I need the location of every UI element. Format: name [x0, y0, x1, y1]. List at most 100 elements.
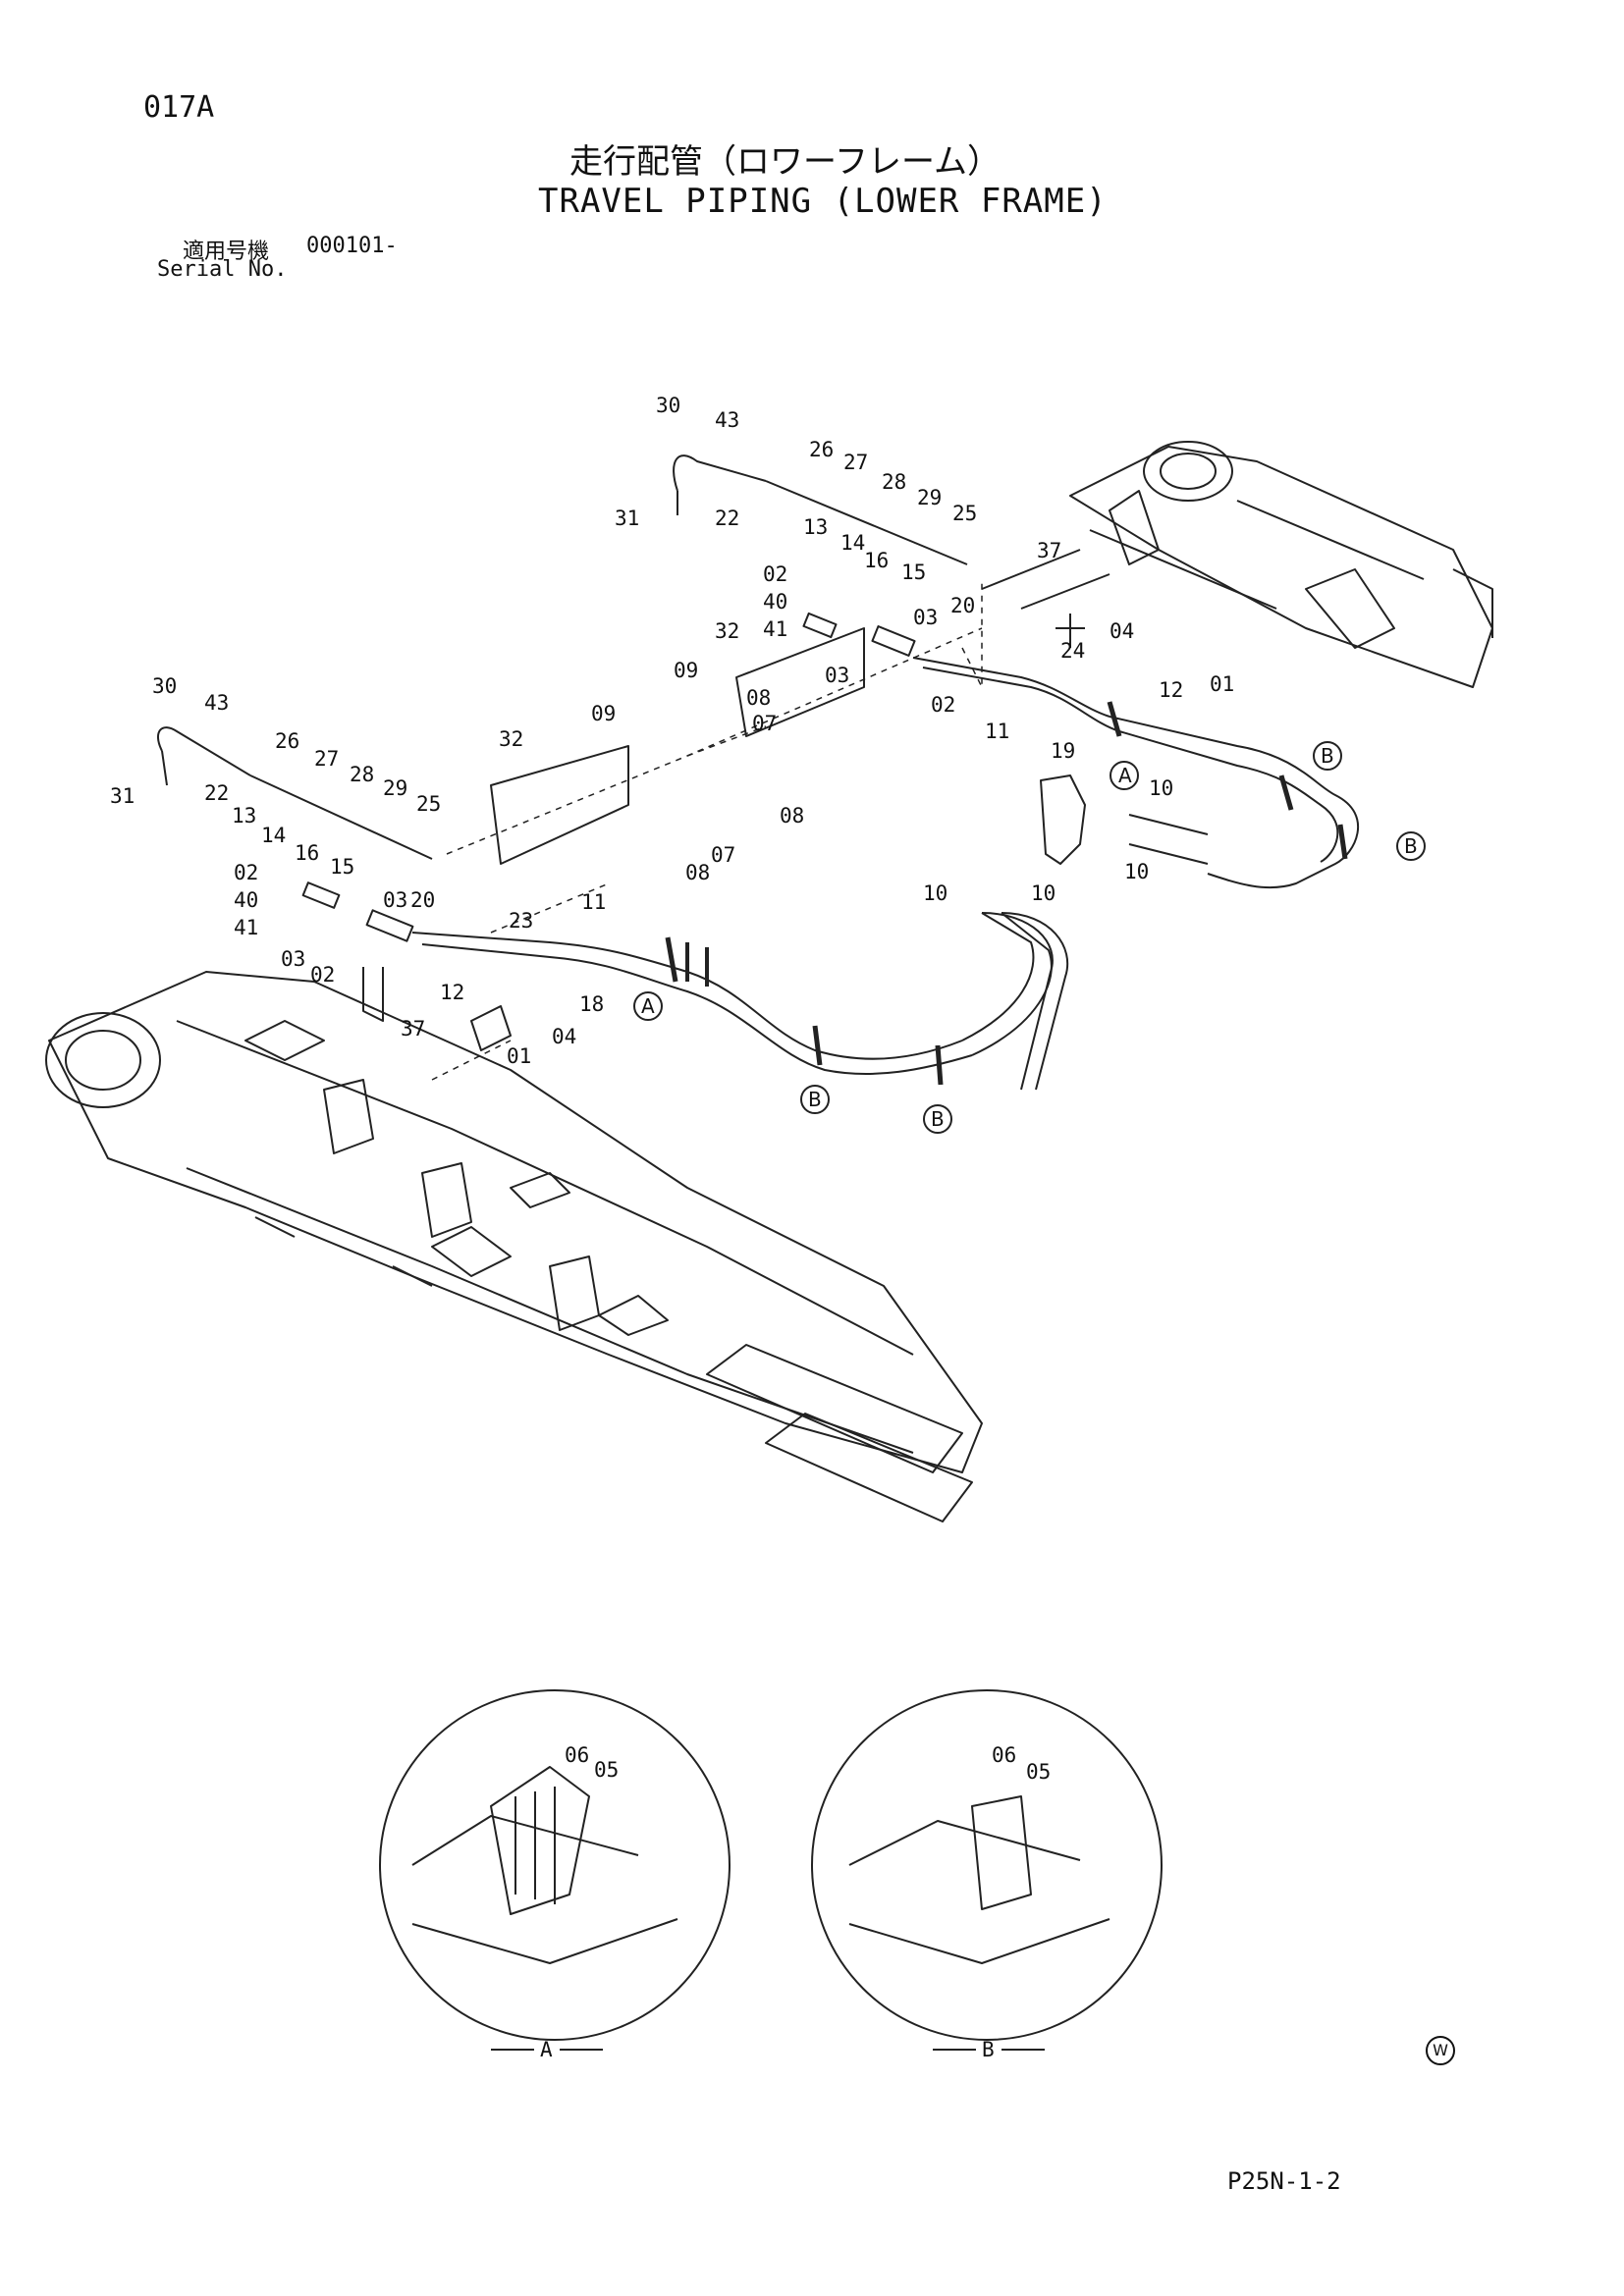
callout-upper-3: 27	[843, 451, 868, 474]
serial-label: Serial No.	[157, 257, 288, 282]
callout-lower-24: 12	[440, 981, 464, 1004]
page-title: TRAVEL PIPING (LOWER FRAME)	[538, 182, 1108, 221]
callout-upper-2: 26	[809, 438, 834, 461]
callout-lower-3: 27	[314, 747, 339, 771]
callout-upper-32: 10	[1149, 776, 1173, 800]
callout-lower-17: 41	[234, 916, 258, 939]
callout-upper-1: 43	[715, 408, 739, 432]
callout-upper-30: 07	[752, 712, 777, 735]
callout-lower-23: 11	[581, 890, 606, 914]
callout-lower-6: 25	[416, 792, 441, 816]
detail-view-b	[811, 1689, 1163, 2041]
detail-callout-a-0: 06	[565, 1743, 589, 1767]
callout-lower-11: 16	[295, 841, 319, 865]
callout-upper-23: 03	[825, 664, 849, 687]
callout-upper-33: 10	[1124, 860, 1149, 883]
callout-upper-15: 40	[763, 590, 787, 614]
callout-upper-21: 09	[674, 659, 698, 682]
bracket-32-lower	[490, 745, 629, 865]
assembly-lines	[431, 579, 983, 1081]
callout-lower-1: 43	[204, 691, 229, 715]
callout-upper-12: 15	[901, 561, 926, 584]
callout-lower-30: 07	[711, 843, 735, 867]
bracket-32-upper	[735, 627, 865, 737]
upper-piping-group	[673, 454, 1359, 1091]
callout-upper-29: 08	[746, 686, 771, 710]
lower-piping-group	[157, 726, 1053, 1075]
callout-upper-9: 13	[803, 515, 828, 539]
callout-upper-20: 01	[1210, 672, 1234, 696]
reference-marker-2: B	[1404, 834, 1418, 858]
page-title-japanese: 走行配管（ロワーフレーム）	[569, 142, 1001, 182]
clamp-37	[1056, 614, 1085, 648]
callout-upper-14: 02	[763, 562, 787, 586]
callout-lower-16: 40	[234, 888, 258, 912]
callout-upper-7: 31	[615, 507, 639, 530]
callout-upper-10: 14	[840, 531, 865, 555]
callout-lower-12: 15	[330, 855, 354, 879]
detail-view-label-a: A	[540, 2038, 553, 2061]
footer-page-code: P25N-1-2	[1227, 2167, 1341, 2195]
callout-lower-27: 04	[552, 1025, 576, 1048]
serial-label-japanese: 適用号機	[183, 240, 270, 264]
callout-upper-24: 02	[931, 693, 955, 717]
corner-mark: W	[1426, 2036, 1455, 2065]
callout-lower-0: 30	[152, 674, 177, 698]
clamp-37-lower	[362, 967, 384, 1022]
callout-lower-25: 18	[579, 992, 604, 1016]
callout-upper-18: 37	[1037, 539, 1061, 562]
callout-lower-18: 03	[281, 947, 305, 971]
callout-lower-4: 28	[350, 763, 374, 786]
reference-marker-3: A	[641, 994, 655, 1018]
page-code: 017A	[143, 90, 215, 125]
callout-lower-9: 13	[232, 804, 256, 828]
swivel-joint	[1040, 774, 1086, 865]
callout-upper-4: 28	[882, 470, 906, 494]
callout-lower-7: 31	[110, 784, 135, 808]
detail-callout-a-1: 05	[594, 1758, 619, 1782]
callout-upper-28: 19	[1051, 739, 1075, 763]
callout-upper-25: 24	[1060, 639, 1085, 663]
reference-marker-4: B	[808, 1088, 822, 1111]
callout-upper-27: 12	[1159, 678, 1183, 702]
detail-view-label-b: B	[982, 2038, 995, 2061]
callout-upper-5: 29	[917, 486, 942, 509]
serial-number-value: 000101-	[306, 234, 398, 258]
detail-view-a	[379, 1689, 731, 2041]
callout-lower-21: 09	[591, 702, 616, 725]
callout-lower-15: 02	[234, 861, 258, 884]
callout-lower-28: 01	[507, 1044, 531, 1068]
callout-lower-5: 29	[383, 776, 407, 800]
upper-track-frame	[981, 441, 1493, 688]
callout-upper-11: 16	[864, 549, 889, 572]
callout-lower-13: 03	[383, 888, 407, 912]
reference-marker-1: B	[1321, 744, 1334, 768]
callout-lower-29: 08	[685, 861, 710, 884]
callout-upper-17: 03	[913, 606, 938, 629]
callout-lower-8: 22	[204, 781, 229, 805]
callout-upper-16: 41	[763, 617, 787, 641]
callout-upper-26: 11	[985, 720, 1009, 743]
reference-marker-circles	[633, 741, 1426, 1134]
callout-upper-34: 10	[923, 881, 947, 905]
callout-lower-26: 37	[401, 1017, 425, 1041]
callout-lower-2: 26	[275, 729, 299, 753]
callout-lower-14: 20	[410, 888, 435, 912]
callout-upper-19: 04	[1110, 619, 1134, 643]
hose-bands	[665, 701, 1348, 1086]
callout-lower-20: 32	[499, 727, 523, 751]
lower-track-frame	[45, 971, 983, 1522]
callout-upper-13: 20	[950, 594, 975, 617]
detail-callout-b-1: 05	[1026, 1760, 1051, 1784]
callout-upper-31: 08	[780, 804, 804, 828]
callout-upper-0: 30	[656, 394, 680, 417]
callout-upper-35: 10	[1031, 881, 1056, 905]
callout-lower-22: 23	[509, 909, 533, 933]
reference-marker-0: A	[1118, 764, 1132, 787]
